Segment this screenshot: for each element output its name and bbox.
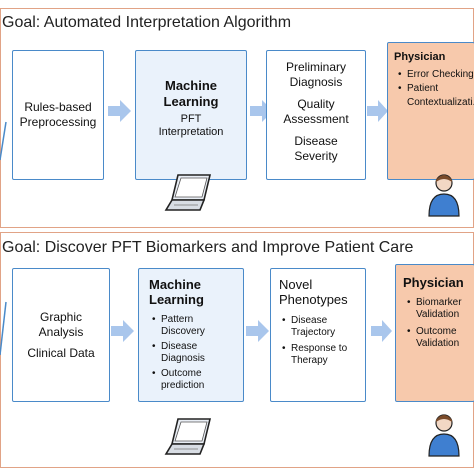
machine-learning-box: Machine Learning PFT Interpretation — [135, 50, 247, 180]
severity-line2: Severity — [294, 149, 338, 163]
laptop-icon — [164, 174, 212, 211]
quality-line1: Quality — [297, 97, 335, 111]
bullet-error-checking: Error Checking — [398, 69, 474, 81]
preliminary-line1: Preliminary — [285, 60, 346, 74]
bullet-contextualization: Contextualizati... — [407, 97, 474, 108]
person-icon — [428, 174, 460, 217]
ml-sub-line1: PFT — [180, 113, 202, 125]
ml-sub-line2: Interpretation — [158, 126, 224, 138]
ml2-heading-line2: Learning — [149, 292, 204, 307]
panel2-title: Goal: Discover PFT Biomarkers and Improv… — [2, 239, 414, 256]
rules-based-preprocessing-label: Rules-based Preprocessing — [19, 100, 97, 129]
arrow-right-icon — [108, 100, 131, 122]
arrow-right-icon — [111, 320, 134, 342]
rules-based-preprocessing-box: Rules-based Preprocessing — [12, 50, 104, 180]
bullet-patient: Patient — [398, 83, 474, 95]
preliminary-line2: Diagnosis — [289, 75, 343, 89]
preliminary-outputs-box: Preliminary Diagnosis Quality Assessment… — [266, 50, 366, 180]
ml-heading-line2: Learning — [163, 94, 219, 109]
ml-heading-line1: Machine — [164, 78, 217, 93]
incoming-arrow-icon — [0, 121, 7, 161]
laptop-icon — [164, 418, 212, 455]
severity-line1: Disease — [294, 134, 338, 148]
arrow-right-icon — [246, 320, 269, 342]
physician-box: Physician Error Checking Patient Context… — [387, 42, 474, 180]
novel-heading-line1: Novel — [279, 277, 313, 292]
novel-heading-line2: Phenotypes — [279, 292, 348, 307]
graphic-line1: Graphic — [39, 309, 83, 324]
arrow-right-icon — [367, 100, 388, 122]
quality-line2: Assessment — [283, 112, 349, 126]
arrow-right-icon — [371, 320, 392, 342]
clinical-data-label: Clinical Data — [27, 345, 95, 360]
physician2-heading: Physician — [403, 275, 464, 290]
graphic-line2: Analysis — [38, 324, 84, 339]
incoming-arrow-icon — [0, 301, 7, 356]
panel1-title: Goal: Automated Interpretation Algorithm — [2, 14, 292, 31]
ml2-heading-line1: Machine — [149, 277, 202, 292]
physician-heading: Physician — [394, 51, 446, 63]
person-icon — [428, 414, 460, 457]
graphic-analysis-box: Graphic Analysis Clinical Data — [12, 268, 110, 402]
